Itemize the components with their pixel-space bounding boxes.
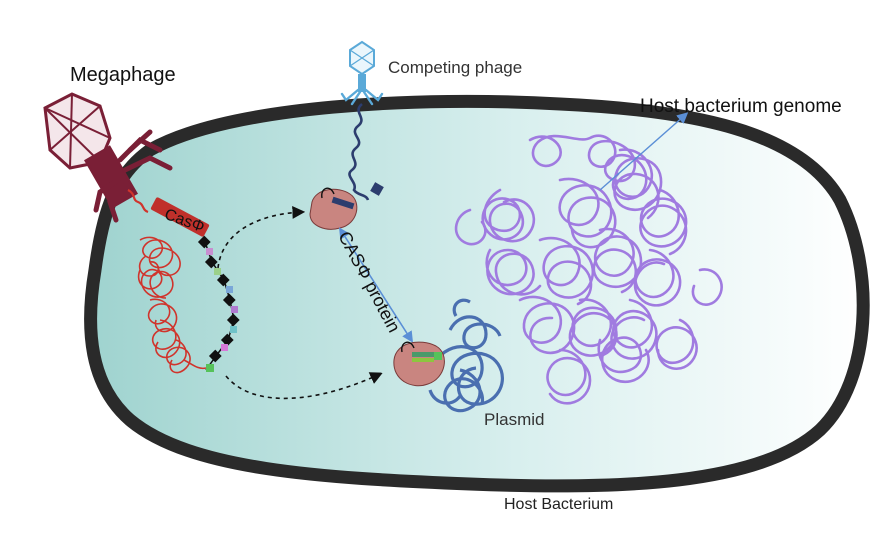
plasmid-label: Plasmid xyxy=(484,410,545,429)
host-bacterium-wall xyxy=(84,94,870,493)
megaphage-genome xyxy=(137,236,207,374)
crispr-array xyxy=(197,235,240,372)
casphi-protein-bottom xyxy=(393,341,445,387)
megaphage-tail-fibers xyxy=(93,129,173,223)
competing-phage xyxy=(340,40,384,106)
plasmid xyxy=(428,298,504,413)
protein-link-arrow-reverse xyxy=(338,227,411,339)
genome-pointer-line xyxy=(599,112,689,191)
host-genome-label: Host bacterium genome xyxy=(640,96,842,117)
casphi-protein-top xyxy=(309,187,358,230)
host-bacterium-label: Host Bacterium xyxy=(504,496,614,513)
megaphage xyxy=(43,92,173,223)
competing-phage-label: Competing phage xyxy=(388,58,523,77)
dashed-arrow-to-top-protein xyxy=(217,206,306,269)
host-genome xyxy=(454,134,723,405)
competing-phage-dna xyxy=(348,102,370,201)
megaphage-label: Megaphage xyxy=(70,64,176,86)
megaphage-dna-injected xyxy=(127,189,149,214)
competing-phage-dna-end xyxy=(370,182,384,196)
casphi-gene xyxy=(150,197,210,237)
